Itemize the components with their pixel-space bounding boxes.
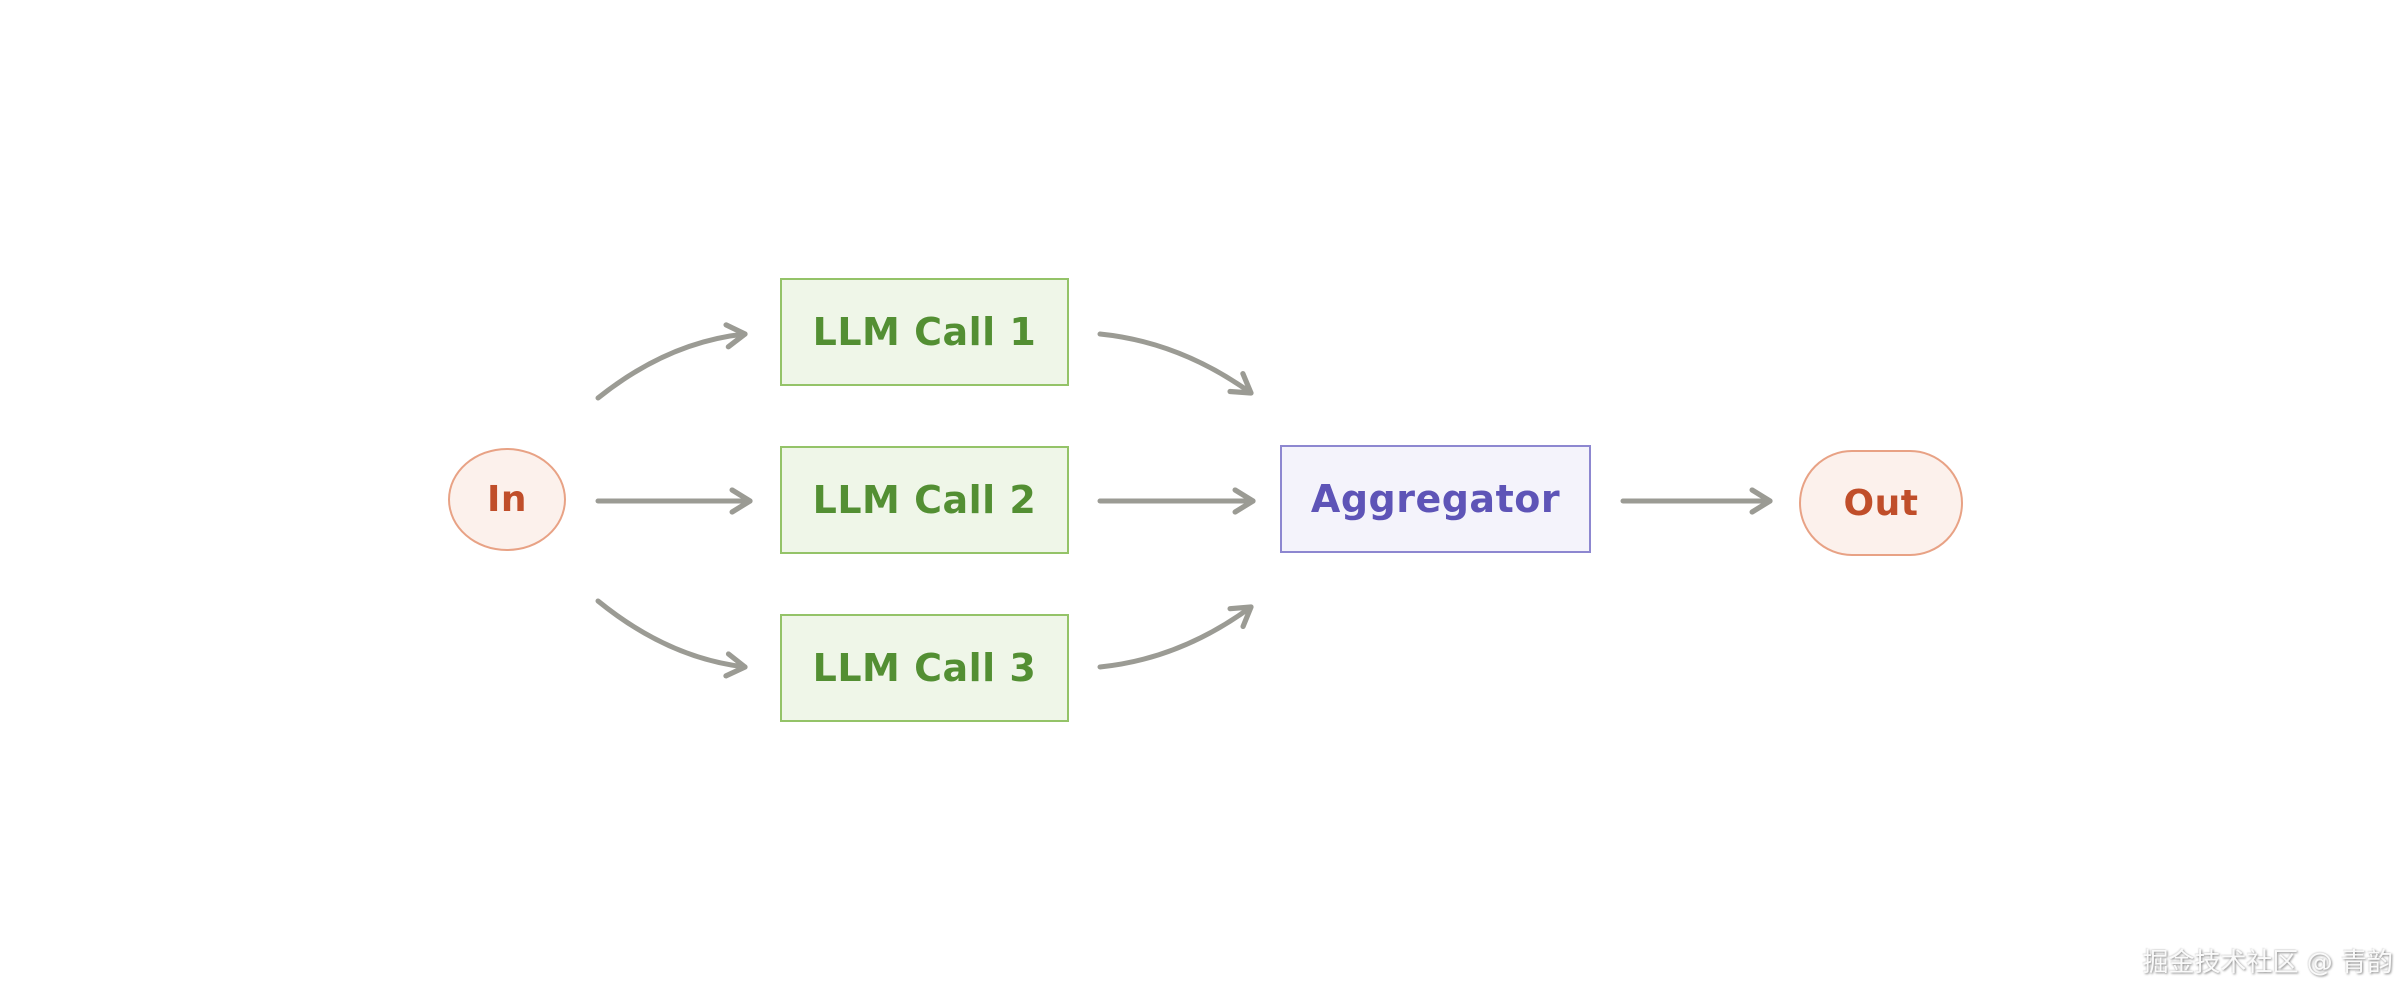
node-out: Out <box>1799 450 1963 556</box>
node-llm-call-2-label: LLM Call 2 <box>812 478 1037 522</box>
node-in-label: In <box>486 479 528 520</box>
edge-llm3-to-aggregator-arrow <box>1097 604 1254 670</box>
node-out-label: Out <box>1843 482 1919 524</box>
node-llm-call-2: LLM Call 2 <box>780 446 1069 554</box>
node-aggregator-label: Aggregator <box>1310 477 1561 521</box>
edge-in-to-llm3-arrow <box>595 598 748 679</box>
node-llm-call-3-label: LLM Call 3 <box>812 646 1037 690</box>
node-llm-call-1-label: LLM Call 1 <box>812 310 1037 354</box>
watermark: 掘金技术社区 @ 青韵 <box>2142 948 2393 978</box>
node-in: In <box>448 448 566 551</box>
edge-llm1-to-aggregator-arrow <box>1097 331 1254 396</box>
edge-in-to-llm1-arrow <box>595 322 748 401</box>
node-llm-call-1: LLM Call 1 <box>780 278 1069 386</box>
node-aggregator: Aggregator <box>1280 445 1591 553</box>
node-llm-call-3: LLM Call 3 <box>780 614 1069 722</box>
